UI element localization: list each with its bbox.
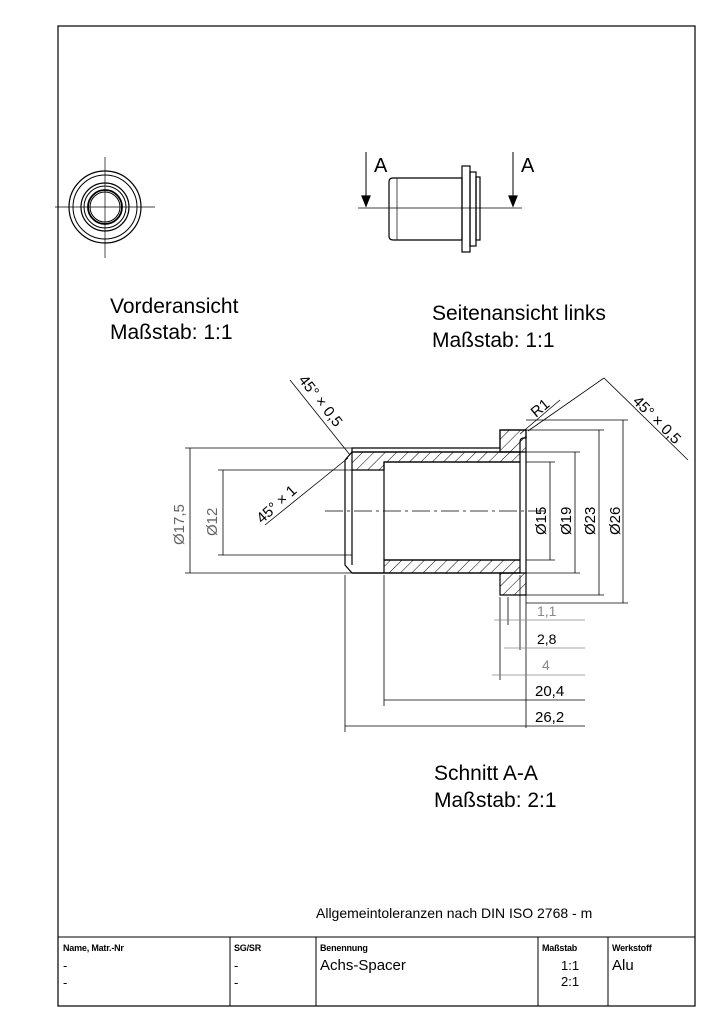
title-block-grid [58, 936, 695, 1006]
scale-header: Maßstab [542, 943, 578, 953]
group-value-1: - [234, 958, 239, 973]
dim-dia-19: Ø19 [558, 507, 575, 535]
dim-dia-17-5: Ø17,5 [171, 504, 188, 545]
dim-len-2-8: 2,8 [537, 631, 557, 647]
dim-len-20-4: 20,4 [535, 683, 564, 700]
cut-mark-left: A [374, 155, 388, 177]
tolerance-note: Allgemeintoleranzen nach DIN ISO 2768 - … [316, 905, 593, 921]
front-view [55, 157, 155, 258]
name-value-2: - [63, 975, 68, 990]
designation-header: Benennung [320, 943, 368, 953]
front-view-title: Vorderansicht [110, 295, 239, 318]
dim-len-1-1: 1,1 [537, 603, 557, 619]
material-header: Werkstoff [612, 943, 652, 953]
front-view-scale: Maßstab: 1:1 [110, 321, 233, 344]
section-view [325, 429, 545, 596]
dimension-lines [185, 377, 689, 732]
dim-radius: R1 [528, 396, 554, 421]
drawing-frame [57, 25, 696, 1007]
dim-dia-26: Ø26 [607, 507, 624, 535]
dim-len-26-2: 26,2 [535, 709, 564, 726]
designation-value: Achs-Spacer [320, 957, 406, 974]
section-view-scale: Maßstab: 2:1 [434, 789, 557, 812]
dim-chamfer-bore: 45° × 1 [253, 482, 300, 527]
side-view-scale: Maßstab: 1:1 [432, 329, 555, 352]
name-value-1: - [63, 958, 68, 973]
dim-chamfer-top-left: 45° × 0,5 [295, 372, 346, 430]
side-view-title: Seitenansicht links [432, 302, 606, 325]
cut-mark-right: A [521, 155, 535, 177]
side-view [358, 152, 522, 253]
scale-value-2: 2:1 [561, 974, 580, 989]
scale-value-1: 1:1 [561, 958, 580, 973]
group-value-2: - [234, 975, 239, 990]
section-view-title: Schnitt A-A [434, 762, 538, 785]
material-value: Alu [612, 957, 634, 974]
dim-dia-12: Ø12 [204, 508, 221, 536]
dim-dia-15: Ø15 [533, 507, 550, 535]
dim-chamfer-top-right: 45° × 0,5 [629, 393, 684, 448]
dim-dia-23: Ø23 [582, 507, 599, 535]
name-header: Name, Matr.-Nr [63, 943, 124, 953]
group-header: SG/SR [234, 943, 262, 953]
dim-len-4: 4 [542, 657, 550, 673]
